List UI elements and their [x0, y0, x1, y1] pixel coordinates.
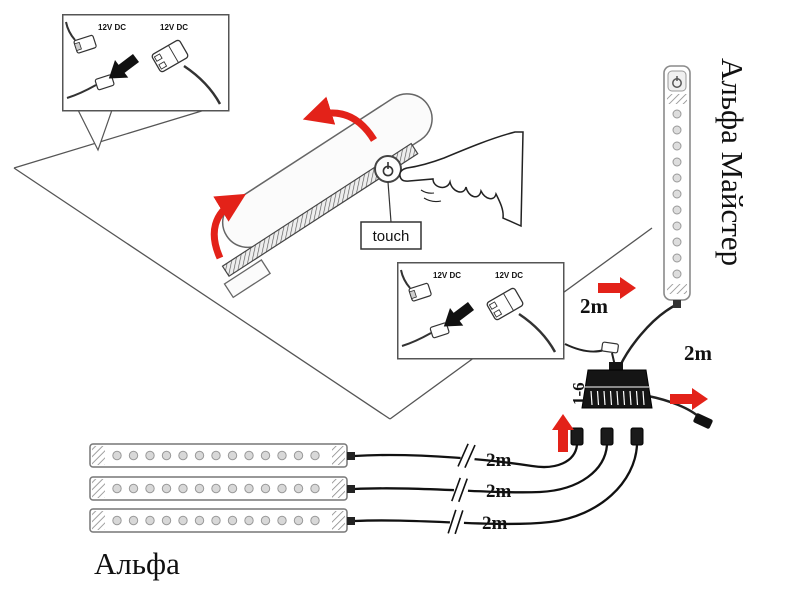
touch-label-box: [360, 221, 422, 250]
connector-drawing: [61, 13, 230, 112]
hub-ports-label: 1-6: [569, 382, 588, 405]
led-strip-3: [89, 508, 355, 533]
voltage-label: 12V DC: [495, 271, 523, 280]
cable-length-master-output: 2m: [684, 341, 713, 365]
hub-output-plugs: [570, 427, 644, 446]
strip-cables: [353, 444, 639, 526]
callout-tail: [77, 109, 113, 152]
power-icon: [672, 76, 682, 88]
master-led-bar: [663, 65, 691, 308]
cable-length-strip-3: 2m: [482, 513, 508, 534]
connector-drawing: [396, 261, 565, 360]
led-strip-1: [89, 443, 355, 468]
connect-arrow-spare: [670, 388, 708, 410]
voltage-label: 12V DC: [433, 271, 461, 280]
distribution-hub: 1-6: [569, 362, 653, 409]
cable-length-strip-2: 2m: [486, 481, 512, 502]
shelf-panel: [210, 93, 433, 299]
cable-clip: [601, 341, 619, 354]
hand-illustration: [399, 131, 524, 228]
touch-callout-line: [387, 181, 392, 223]
voltage-label: 12V DC: [98, 23, 126, 32]
cable-length-strip-1: 2m: [486, 450, 512, 471]
swivel-arrow-bottom: [210, 193, 247, 260]
connector-inset-top: 12V DC 12V DC: [61, 13, 230, 152]
spare-connector: [693, 413, 713, 429]
product-name-strip: Альфа: [94, 546, 180, 581]
touch-sensor: touch: [360, 155, 422, 250]
tap-motion-arc: [423, 197, 442, 203]
power-icon: [382, 162, 394, 177]
led-strip-2: [89, 476, 355, 501]
product-name-master: Альфа Майстер: [715, 58, 750, 266]
voltage-label: 12V DC: [160, 23, 188, 32]
connector-inset-middle: 12V DC 12V DC: [396, 261, 565, 360]
cable-break-marks: [447, 442, 477, 535]
swivel-arrow-top: [302, 96, 377, 142]
swivel-led-bar: [221, 142, 419, 278]
cable-length-master-feed: 2m: [580, 294, 609, 318]
master-cable: [618, 303, 679, 367]
touch-label: touch: [373, 228, 410, 245]
shelf-endcap: [223, 259, 272, 299]
tap-motion-arc: [420, 189, 435, 194]
